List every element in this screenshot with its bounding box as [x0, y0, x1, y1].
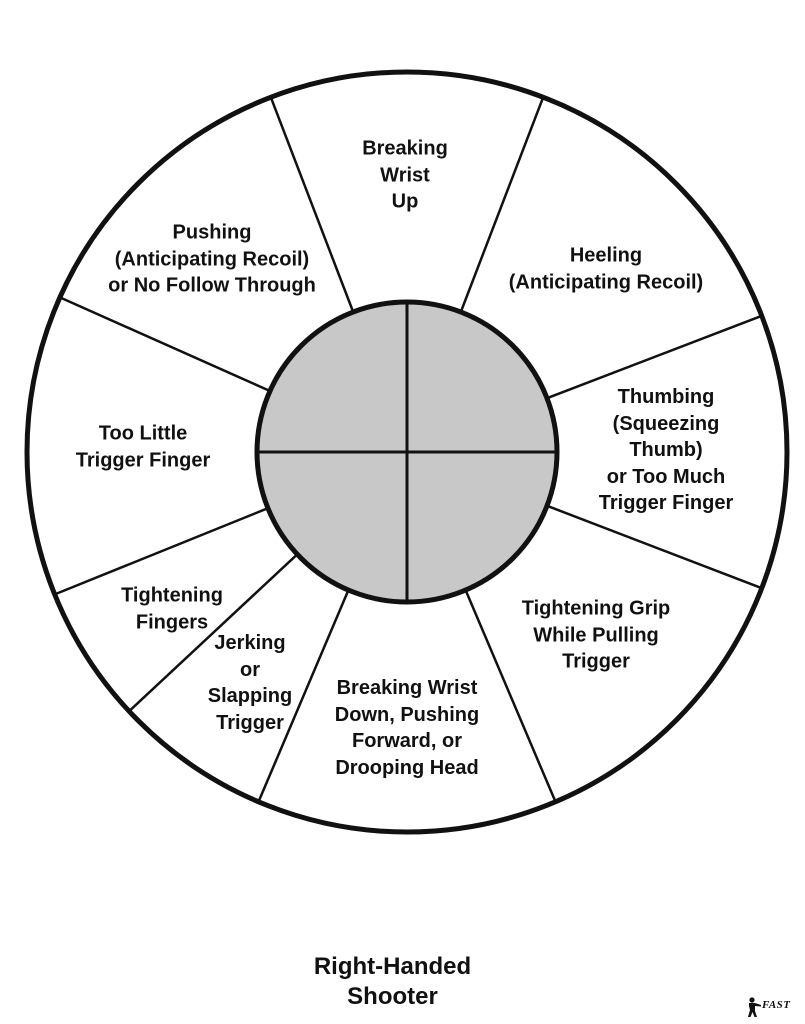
divider-wrist-up-heeling	[459, 96, 545, 313]
segment-label-breaking-wrist-down: Breaking Wrist Down, Pushing Forward, or…	[334, 677, 480, 779]
divider-tightening-fingers-too-little	[54, 507, 269, 596]
divider-thumbing-tightening-grip	[546, 504, 763, 590]
segment-label-tightening-fingers: Tightening Fingers	[121, 584, 223, 634]
logo-text: FAST	[762, 999, 791, 1011]
divider-tightening-grip-breaking-down	[464, 589, 557, 803]
segment-label-breaking-wrist-up: Breaking Wrist Up	[362, 137, 448, 213]
segment-label-too-little-trigger-finger: Too Little Trigger Finger	[75, 422, 211, 472]
segment-label-pushing: Pushing (Anticipating Recoil) or No Foll…	[108, 221, 316, 297]
segment-label-jerking: Jerking or Slapping Trigger	[207, 632, 293, 734]
divider-heeling-thumbing	[546, 314, 763, 400]
divider-too-little-pushing	[59, 296, 271, 393]
divider-jerking-tightening-fingers	[128, 553, 299, 713]
segment-label-thumbing: Thumbing (Squeezing Thumb) or Too Much T…	[598, 385, 734, 514]
segment-label-heeling: Heeling (Anticipating Recoil)	[508, 244, 704, 294]
shooter-silhouette-icon	[748, 997, 761, 1017]
segment-dividers	[54, 96, 763, 803]
divider-pushing-wrist-up	[269, 96, 355, 313]
fast-logo: FAST	[746, 996, 802, 1018]
caption-right-handed-shooter: Right-Handed Shooter	[313, 953, 472, 1010]
divider-breaking-down-jerking	[257, 589, 350, 803]
segment-label-tightening-grip: Tightening Grip While Pulling Trigger	[521, 597, 671, 673]
